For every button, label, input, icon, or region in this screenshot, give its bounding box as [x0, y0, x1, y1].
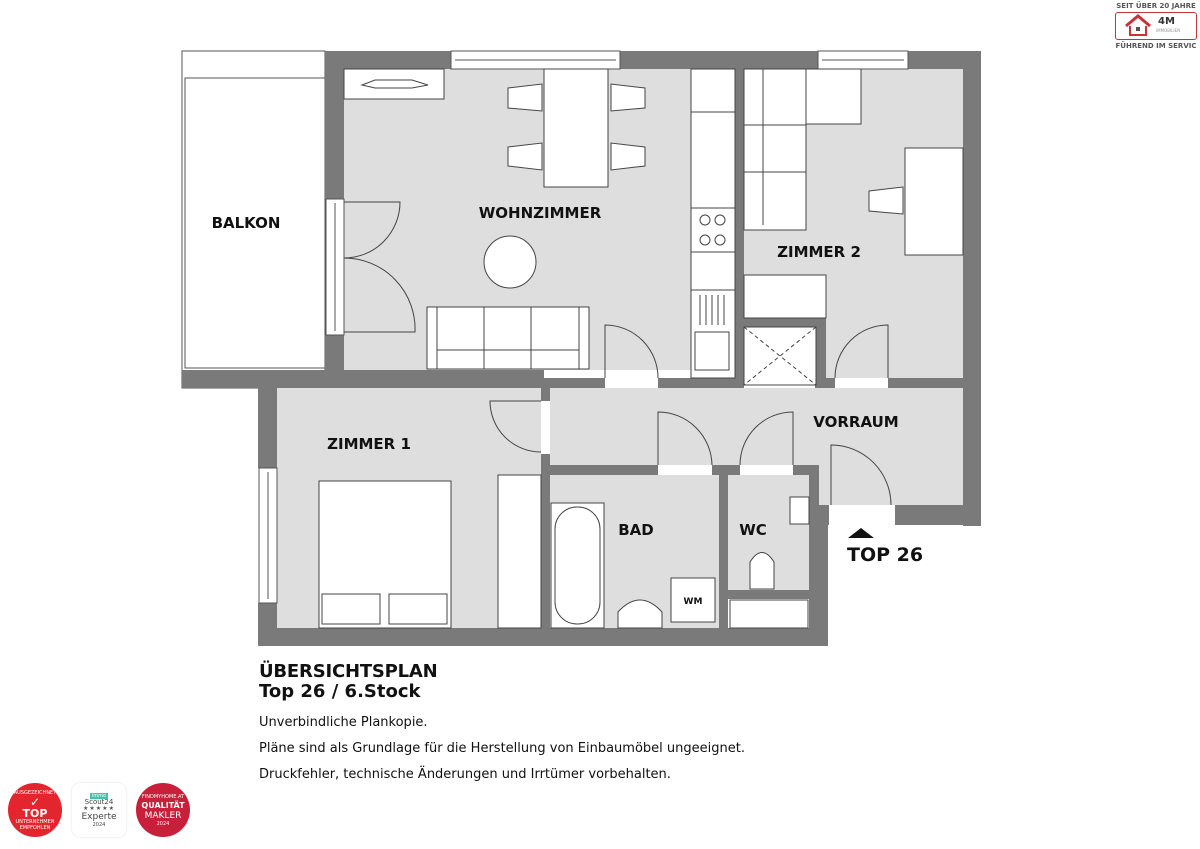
kitchen-counter	[690, 68, 736, 379]
dining-table	[543, 68, 609, 188]
wohnzimmer-door[interactable]	[604, 324, 659, 379]
logo-tagline-top: SEIT ÜBER 20 JAHRE	[1116, 2, 1196, 10]
room-label-vorraum: VORRAUM	[813, 413, 898, 431]
company-logo[interactable]: SEIT ÜBER 20 JAHRE 4M IMMOBILIEN FÜHREND…	[1112, 2, 1200, 50]
award-badges: AUSGEZEICHNET ✓ TOP UNTERNEHMEN EMPFOHLE…	[8, 783, 190, 837]
zimmer2-door[interactable]	[834, 324, 889, 379]
sink-icon	[694, 295, 730, 371]
wc-door[interactable]	[739, 411, 794, 466]
chair-icon	[610, 142, 646, 171]
plan-caption: ÜBERSICHTSPLAN Top 26 / 6.Stock Unverbin…	[259, 662, 745, 788]
room-label-zimmer-2: ZIMMER 2	[777, 243, 861, 261]
wc-sink	[789, 496, 810, 525]
badge-qualitaet-makler: FINDMYHOME.AT QUALITÄT MAKLER 2024	[136, 783, 190, 837]
door-openings	[541, 378, 895, 525]
badge-immoscout-experte: immo Scout24 ★★★★★ Experte 2024	[72, 783, 126, 837]
toilet	[749, 552, 775, 590]
room-label-zimmer-1: ZIMMER 1	[327, 435, 411, 453]
entrance-arrow-icon	[848, 528, 874, 538]
wardrobe	[497, 474, 542, 629]
desk	[904, 147, 964, 256]
tv-icon	[360, 79, 429, 89]
coffee-table	[483, 235, 537, 289]
furniture	[318, 68, 964, 629]
room-label-wohnzimmer: WOHNZIMMER	[479, 204, 602, 222]
chair-icon	[507, 83, 543, 112]
disclaimer-line: Pläne sind als Grundlage für die Herstel…	[259, 741, 745, 756]
walls	[182, 51, 981, 646]
washing-machine-label: WM	[684, 597, 703, 607]
disclaimer-line: Druckfehler, technische Änderungen und I…	[259, 767, 671, 782]
sofa-bed	[743, 68, 807, 231]
door-swings	[343, 201, 892, 506]
house-icon	[1125, 14, 1151, 36]
zimmer1-door[interactable]	[489, 400, 542, 453]
plan-subtitle: Top 26 / 6.Stock	[259, 681, 421, 702]
wc-shelf	[729, 599, 809, 629]
logo-brand-sub: IMMOBILIEN	[1156, 28, 1181, 33]
washing-machine	[670, 577, 716, 623]
side-shelf	[805, 68, 862, 125]
washbasin	[617, 599, 663, 629]
wardrobe	[743, 274, 827, 319]
room-label-wc: WC	[739, 521, 767, 539]
logo-brand: 4M	[1158, 16, 1175, 27]
chair-icon	[507, 142, 543, 171]
windows	[258, 50, 909, 604]
stove-icon	[699, 214, 726, 246]
entrance-label: TOP 26	[847, 544, 923, 566]
check-icon: ✓	[29, 794, 41, 809]
balcony-door[interactable]	[343, 257, 416, 333]
disclaimer-line: Unverbindliche Plankopie.	[259, 715, 428, 730]
sofa	[426, 306, 590, 370]
bad-door[interactable]	[657, 411, 713, 466]
balcony	[181, 50, 326, 389]
balcony-door[interactable]	[343, 201, 401, 259]
room-label-balkon: BALKON	[212, 214, 281, 232]
chair-icon	[610, 83, 646, 112]
room-label-bad: BAD	[618, 521, 654, 539]
badge-top-unternehmen: AUSGEZEICHNET ✓ TOP UNTERNEHMEN EMPFOHLE…	[8, 783, 62, 837]
chair-icon	[868, 186, 904, 215]
plan-title: ÜBERSICHTSPLAN	[259, 661, 438, 682]
logo-tagline-bottom: FÜHREND IM SERVIC	[1115, 42, 1197, 50]
logo-box: 4M IMMOBILIEN	[1115, 12, 1197, 40]
entrance-door[interactable]	[830, 444, 892, 506]
stars-icon: ★★★★★	[83, 804, 115, 812]
